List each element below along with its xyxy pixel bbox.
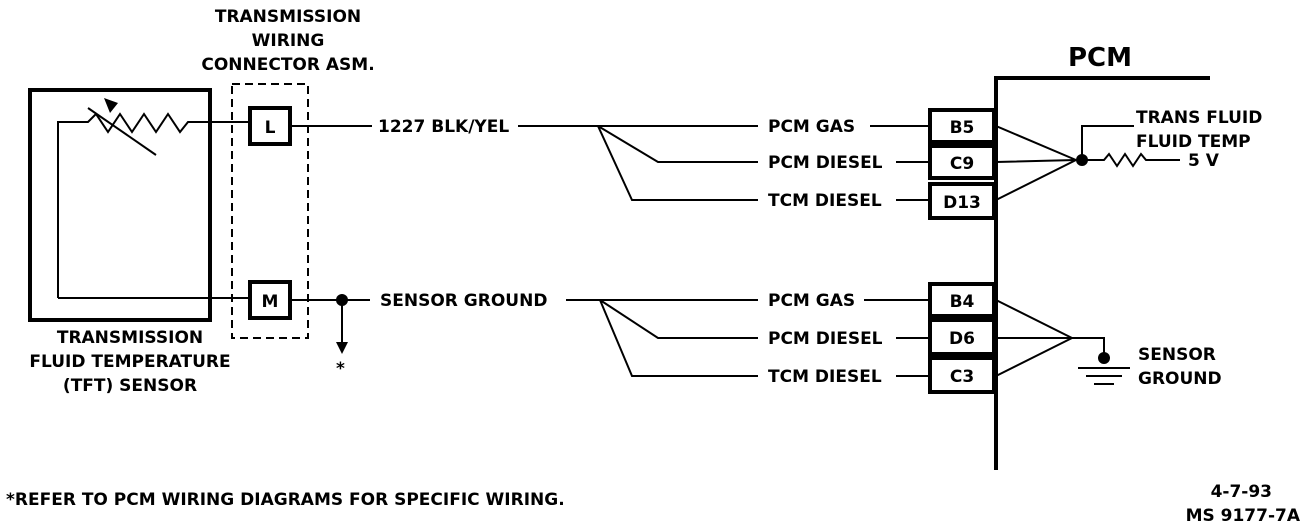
connector-title-line-1: TRANSMISSION <box>215 7 361 27</box>
pcm-pin-d13: D13 <box>943 193 981 213</box>
connector-title-line-2: WIRING <box>252 31 325 51</box>
ground-branch-label-2: PCM DIESEL <box>768 329 883 349</box>
pcm-pin-b5: B5 <box>950 118 975 138</box>
signal-branch-label-1: PCM GAS <box>768 117 855 137</box>
pcm-signal-sense-line <box>1081 125 1134 160</box>
pcm-pin-box-b5 <box>928 108 996 144</box>
ground-wire-branches <box>599 299 758 377</box>
tft-sensor-symbol <box>28 88 250 322</box>
pcm-ground-label-line-1: SENSOR <box>1138 345 1216 365</box>
ground-ref-mark: * <box>336 359 345 379</box>
pcm-pin-b4: B4 <box>950 292 975 312</box>
signal-wire-label: 1227 BLK/YEL <box>378 117 509 137</box>
variable-resistor-arrow <box>87 107 157 156</box>
signal-wire-branches <box>597 125 758 201</box>
ground-symbol-icon <box>1078 367 1130 385</box>
ground-wire-label: SENSOR GROUND <box>380 291 547 311</box>
pcm-internal-signal-lines <box>995 125 1077 201</box>
pcm-title: PCM <box>1068 43 1132 73</box>
pcm-ground-label-line-2: GROUND <box>1138 369 1222 389</box>
footnote: *REFER TO PCM WIRING DIAGRAMS FOR SPECIF… <box>6 490 565 510</box>
pcm-pin-box-b4 <box>928 282 996 318</box>
signal-branch-label-3: TCM DIESEL <box>768 191 882 211</box>
pcm-pin-box-d13 <box>928 182 996 220</box>
connector-assembly-outline <box>231 83 309 339</box>
pcm-internal-ground-lines <box>995 299 1105 377</box>
ground-ref-arrow <box>336 342 348 354</box>
pcm-pin-c3: C3 <box>950 367 974 387</box>
pcm-pin-box-c9 <box>928 144 996 180</box>
ground-branch-label-1: PCM GAS <box>768 291 855 311</box>
pcm-pin-d6: D6 <box>949 329 975 349</box>
pcm-signal-label-line-2: FLUID TEMP <box>1136 132 1251 152</box>
sensor-label-line-2: FLUID TEMPERATURE <box>29 352 230 372</box>
pcm-pin-box-d6 <box>928 318 996 356</box>
ground-branch-label-3: TCM DIESEL <box>768 367 882 387</box>
signal-branch-label-2: PCM DIESEL <box>768 153 883 173</box>
pcm-signal-label-line-1: TRANS FLUID <box>1136 108 1262 128</box>
pcm-pin-box-c3 <box>928 356 996 394</box>
pullup-voltage: 5 V <box>1188 151 1220 171</box>
pcm-pin-c9: C9 <box>950 154 974 174</box>
figure-code: MS 9177-7A <box>1186 506 1301 526</box>
sensor-label-line-1: TRANSMISSION <box>57 328 203 348</box>
diagram-date: 4-7-93 <box>1211 482 1272 502</box>
connector-pin-l: L <box>265 118 276 138</box>
pullup-resistor-symbol <box>1082 152 1180 168</box>
connector-pin-m: M <box>262 292 279 312</box>
pcm-ground-node <box>1098 352 1110 364</box>
sensor-label-line-3: (TFT) SENSOR <box>63 376 197 396</box>
connector-title-line-3: CONNECTOR ASM. <box>201 55 374 75</box>
